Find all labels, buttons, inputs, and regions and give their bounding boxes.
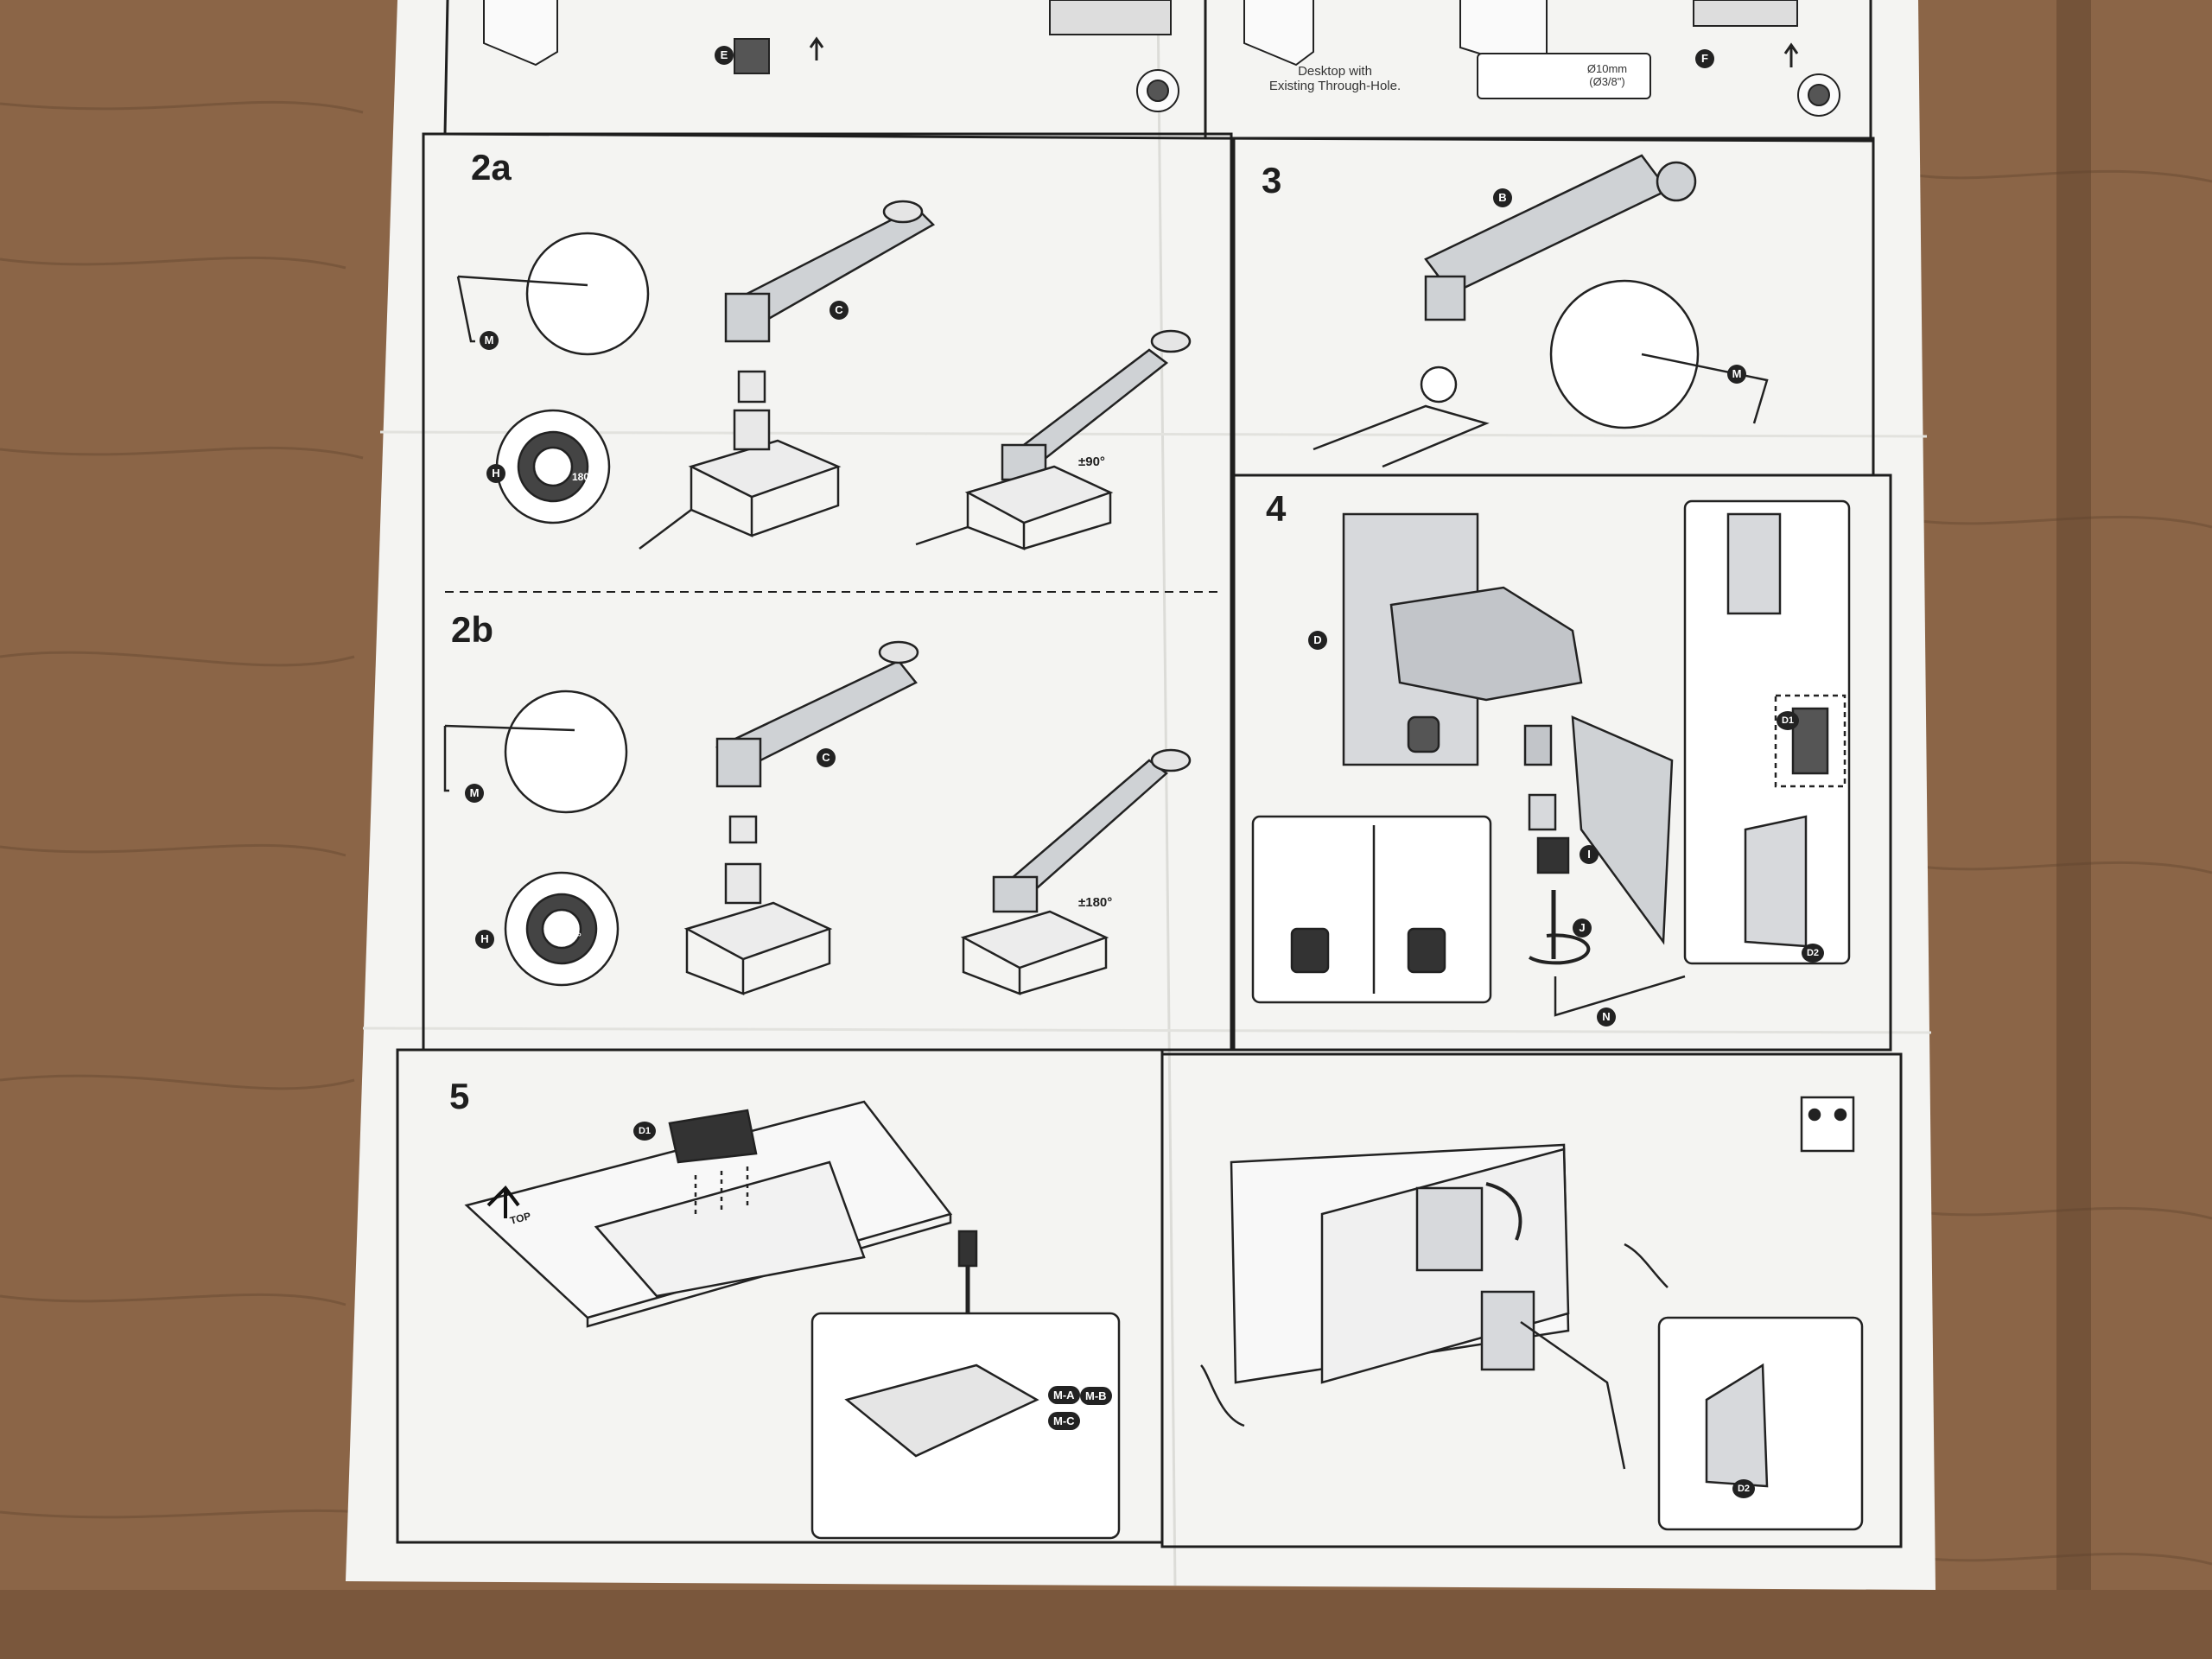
part-b-badge: B (1493, 188, 1512, 207)
rotation-2b: ±180° (1078, 895, 1113, 910)
desktop-note: Desktop with Existing Through-Hole. (1244, 64, 1426, 93)
rotation-2a: ±90° (1078, 454, 1105, 469)
panel-5-right (1160, 1052, 1903, 1548)
part-h-badge-2a: H (486, 464, 505, 483)
screw-mb-badge: M-B (1080, 1387, 1112, 1405)
part-m-badge-3: M (1727, 365, 1746, 384)
panel-4 (1232, 474, 1892, 1052)
part-i-badge: I (1580, 845, 1599, 864)
part-d2-badge-4: D2 (1802, 944, 1824, 963)
part-f-badge: F (1695, 49, 1714, 68)
part-n-badge: N (1597, 1007, 1616, 1027)
step-5-label: 5 (449, 1076, 470, 1116)
hole-size-note: Ø10mm (Ø3/8") (1568, 62, 1646, 88)
part-m-badge-2b: M (465, 784, 484, 803)
part-e-badge: E (715, 46, 734, 65)
part-d2-badge-5: D2 (1732, 1479, 1755, 1498)
part-c-badge-2b: C (817, 748, 836, 767)
step-2a-label: 2a (471, 147, 512, 188)
part-m-badge-2a: M (480, 331, 499, 350)
step-2b-label: 2b (451, 609, 494, 650)
step-3-label: 3 (1262, 160, 1282, 200)
ring-angle-2a: 180° (572, 471, 594, 483)
screw-ma-badge: M-A (1048, 1386, 1080, 1404)
step-4-label: 4 (1266, 488, 1287, 529)
hole-size-line1: Ø10mm (1586, 62, 1628, 75)
desktop-note-line2: Existing Through-Hole. (1268, 79, 1402, 93)
part-c-badge-2a: C (830, 301, 849, 320)
part-h-badge-2b: H (475, 930, 494, 949)
screw-mc-badge: M-C (1048, 1412, 1080, 1430)
hole-size-line2: (Ø3/8") (1589, 75, 1625, 88)
part-d1-badge-5: D1 (633, 1122, 656, 1141)
ring-angle-2b: 360° (560, 931, 582, 943)
part-d1-badge-4: D1 (1777, 711, 1799, 730)
part-j-badge: J (1573, 918, 1592, 938)
part-d-badge: D (1308, 631, 1327, 650)
desktop-note-line1: Desktop with (1298, 64, 1372, 79)
